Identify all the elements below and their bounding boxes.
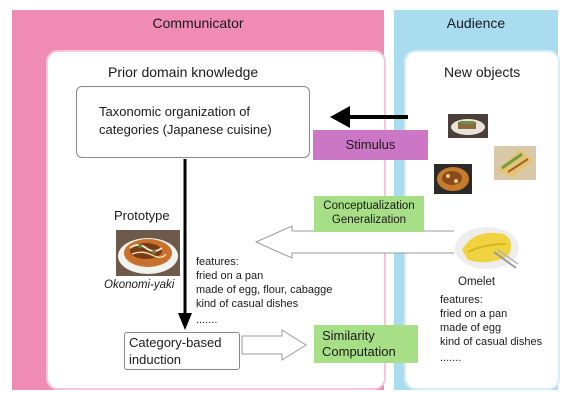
induction-line-1: Category-based bbox=[129, 335, 222, 350]
new-objects-label: New objects bbox=[444, 64, 521, 80]
stimulus-arrowhead bbox=[330, 106, 350, 128]
stimulus-label: Stimulus bbox=[313, 130, 428, 160]
similarity-box: Similarity Computation bbox=[314, 325, 418, 363]
taxonomy-line-1: Taxonomic organization of bbox=[99, 104, 251, 119]
prototype-feature-1: fried on a pan bbox=[196, 270, 264, 282]
omelet-features-title: features: bbox=[440, 294, 483, 306]
prior-knowledge-label: Prior domain knowledge bbox=[108, 64, 259, 80]
omelet-feature-3: kind of casual dishes bbox=[440, 336, 543, 348]
okonomiyaki-photo bbox=[116, 230, 180, 276]
new-objects-area bbox=[404, 50, 560, 390]
taxonomy-box: Taxonomic organization of categories (Ja… bbox=[76, 86, 310, 158]
induction-arrowhead bbox=[178, 313, 192, 330]
audience-title: Audience bbox=[446, 15, 506, 31]
communicator-title: Communicator bbox=[152, 15, 244, 31]
omelet-name: Omelet bbox=[458, 276, 496, 288]
induction-box: Category-based induction bbox=[124, 332, 240, 370]
prototype-feature-2: made of egg, flour, cabagge bbox=[196, 284, 333, 296]
conceptualization-box: Conceptualization Generalization bbox=[314, 196, 424, 232]
new-object-photo-3 bbox=[434, 164, 472, 194]
conceptualization-label: Conceptualization bbox=[323, 200, 415, 212]
generalization-label: Generalization bbox=[331, 214, 407, 226]
prototype-label: Prototype bbox=[114, 208, 170, 223]
prototype-feature-3: kind of casual dishes bbox=[196, 298, 299, 310]
taxonomy-line-2: categories (Japanese cuisine) bbox=[99, 122, 272, 137]
similarity-line-1: Similarity bbox=[322, 328, 375, 343]
prototype-features-title: features: bbox=[196, 256, 239, 268]
similarity-arrow bbox=[241, 329, 307, 361]
induction-line-2: induction bbox=[129, 352, 182, 367]
new-object-photo-1 bbox=[448, 114, 488, 138]
new-object-photo-2 bbox=[494, 146, 536, 180]
similarity-line-2: Computation bbox=[322, 344, 396, 359]
prototype-feature-more: ....... bbox=[196, 314, 218, 326]
omelet-feature-more: ....... bbox=[440, 352, 462, 364]
omelet-feature-2: made of egg bbox=[440, 322, 502, 334]
prototype-name: Okonomi-yaki bbox=[104, 279, 175, 291]
omelet-feature-1: fried on a pan bbox=[440, 308, 508, 320]
omelet-photo bbox=[454, 222, 520, 270]
conceptualization-arrow bbox=[254, 225, 461, 259]
